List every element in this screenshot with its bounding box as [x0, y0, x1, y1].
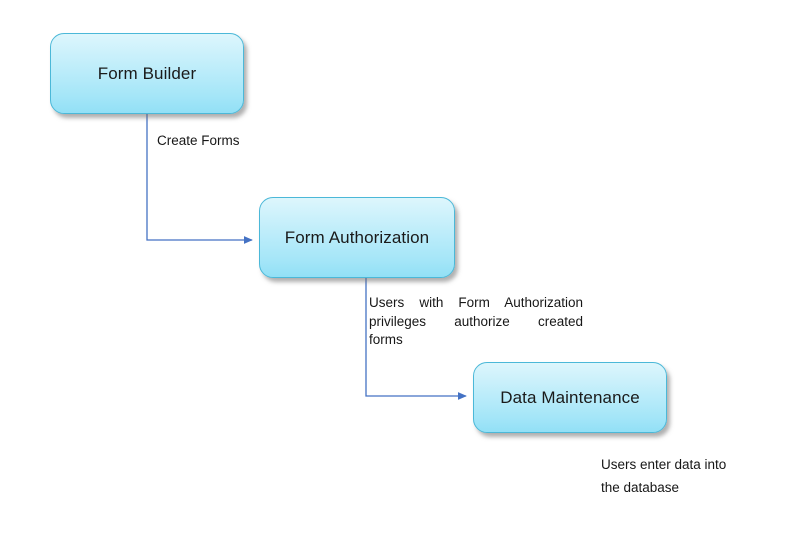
- edge-label-authorize-line-2: privileges authorize created: [369, 313, 583, 329]
- edge-label-authorize-forms: Users with Form Authorization privileges…: [369, 294, 583, 350]
- node-form-authorization-label: Form Authorization: [284, 227, 430, 247]
- edge-label-authorize-line-3: forms: [369, 332, 403, 347]
- node-form-builder-label: Form Builder: [97, 63, 197, 83]
- edge-label-create-forms-text: Create Forms: [157, 133, 240, 148]
- node-data-maintenance[interactable]: Data Maintenance: [473, 362, 667, 433]
- annotation-enter-data-line-1: Users enter data into: [601, 457, 727, 472]
- node-form-authorization[interactable]: Form Authorization: [259, 197, 455, 278]
- annotation-enter-data: Users enter data into the database: [601, 453, 790, 499]
- edge-label-authorize-line-1: Users with Form Authorization: [369, 295, 583, 310]
- node-form-builder[interactable]: Form Builder: [50, 33, 244, 114]
- edge-label-create-forms: Create Forms: [157, 132, 317, 151]
- node-data-maintenance-label: Data Maintenance: [500, 387, 640, 407]
- annotation-enter-data-line-2: the database: [601, 480, 680, 495]
